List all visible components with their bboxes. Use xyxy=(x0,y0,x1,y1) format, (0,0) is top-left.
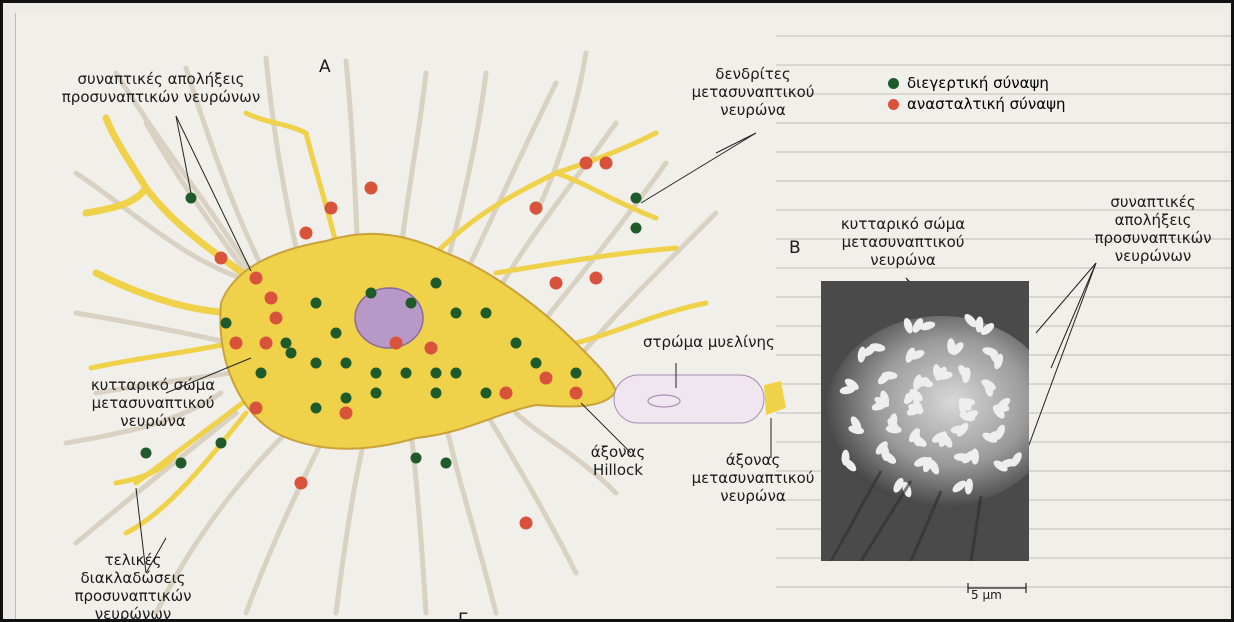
excitatory-synapse xyxy=(406,298,417,309)
fiber xyxy=(336,433,366,613)
panel-a-label: A xyxy=(319,58,331,76)
label-presynaptic-terminals-b: συναπτικές απολήξεις προσυναπτικών νευρώ… xyxy=(1078,193,1228,265)
excitatory-synapse xyxy=(451,308,462,319)
label-cell-body-b: κυτταρικό σώμα μετασυναπτικού νευρώνα xyxy=(838,215,968,269)
legend-inhibitory-label: ανασταλτική σύναψη xyxy=(907,95,1066,113)
pointer-line xyxy=(716,133,756,153)
excitatory-synapse xyxy=(256,368,267,379)
excitatory-synapse xyxy=(481,308,492,319)
excitatory-synapse xyxy=(631,223,642,234)
label-cell-body-a: κυτταρικό σώμα μετασυναπτικού νευρώνα xyxy=(78,376,228,430)
inhibitory-dot-icon xyxy=(888,99,899,110)
inhibitory-synapse xyxy=(265,292,278,305)
inhibitory-synapse xyxy=(580,157,593,170)
excitatory-synapse xyxy=(281,338,292,349)
fiber xyxy=(536,53,586,213)
inhibitory-synapse xyxy=(590,272,603,285)
excitatory-synapse xyxy=(371,368,382,379)
dendrite-branch xyxy=(306,133,336,243)
excitatory-synapse xyxy=(311,298,322,309)
excitatory-synapse xyxy=(511,338,522,349)
inhibitory-synapse xyxy=(230,337,243,350)
dendrite-branch xyxy=(96,273,241,313)
scale-label: 5 μm xyxy=(971,586,1002,604)
excitatory-synapse xyxy=(216,438,227,449)
excitatory-synapse xyxy=(221,318,232,329)
pointer-line xyxy=(1026,263,1096,453)
excitatory-synapse xyxy=(186,193,197,204)
excitatory-synapse xyxy=(451,368,462,379)
nucleus xyxy=(355,288,423,348)
label-terminal-branches: τελικές διακλαδώσεις προσυναπτικών νευρώ… xyxy=(43,551,223,622)
excitatory-synapse xyxy=(371,388,382,399)
label-dendrites: δενδρίτες μετασυναπτικού νευρώνα xyxy=(683,65,823,119)
excitatory-synapse xyxy=(311,358,322,369)
inhibitory-synapse xyxy=(340,407,353,420)
excitatory-synapse xyxy=(571,368,582,379)
pointer-line xyxy=(641,133,756,203)
excitatory-synapse xyxy=(531,358,542,369)
label-myelin: στρώμα μυελίνης xyxy=(643,333,775,351)
excitatory-synapse xyxy=(331,328,342,339)
excitatory-synapse xyxy=(366,288,377,299)
excitatory-synapse xyxy=(431,368,442,379)
inhibitory-synapse xyxy=(390,337,403,350)
dendrite-branch xyxy=(126,413,246,533)
excitatory-synapse xyxy=(141,448,152,459)
micrograph-image xyxy=(821,281,1029,561)
inhibitory-synapse xyxy=(270,312,283,325)
excitatory-dot-icon xyxy=(888,78,899,89)
pointer-line xyxy=(1051,263,1096,368)
inhibitory-synapse xyxy=(325,202,338,215)
excitatory-synapse xyxy=(481,388,492,399)
inhibitory-synapse xyxy=(520,517,533,530)
legend-excitatory-label: διεγερτική σύναψη xyxy=(907,74,1049,92)
pointer-line xyxy=(1036,263,1096,333)
inhibitory-synapse xyxy=(300,227,313,240)
excitatory-synapse xyxy=(431,388,442,399)
excitatory-synapse xyxy=(401,368,412,379)
inhibitory-synapse xyxy=(260,337,273,350)
electron-micrograph xyxy=(821,281,1029,561)
label-presynaptic-terminals: συναπτικές απολήξεις προσυναπτικών νευρώ… xyxy=(41,70,281,106)
inhibitory-synapse xyxy=(540,372,553,385)
inhibitory-synapse xyxy=(295,477,308,490)
legend-inhibitory: ανασταλτική σύναψη xyxy=(888,95,1066,113)
excitatory-synapse xyxy=(311,403,322,414)
inhibitory-synapse xyxy=(250,402,263,415)
inhibitory-synapse xyxy=(530,202,543,215)
inhibitory-synapse xyxy=(500,387,513,400)
excitatory-synapse xyxy=(411,453,422,464)
axon-end xyxy=(764,381,786,415)
inhibitory-synapse xyxy=(550,277,563,290)
excitatory-synapse xyxy=(341,393,352,404)
excitatory-synapse xyxy=(176,458,187,469)
inhibitory-synapse xyxy=(215,252,228,265)
fiber xyxy=(76,313,231,343)
panel-c-label: Γ xyxy=(458,611,467,622)
legend-excitatory: διεγερτική σύναψη xyxy=(888,74,1049,92)
inhibitory-synapse xyxy=(250,272,263,285)
myelin-sheath xyxy=(614,375,764,423)
inhibitory-synapse xyxy=(570,387,583,400)
inhibitory-synapse xyxy=(365,182,378,195)
label-axon: άξονας μετασυναπτικού νευρώνα xyxy=(683,451,823,505)
excitatory-synapse xyxy=(341,358,352,369)
fiber xyxy=(446,423,496,613)
inhibitory-synapse xyxy=(425,342,438,355)
fiber xyxy=(456,83,556,293)
fiber xyxy=(486,413,576,573)
dendrite-branch xyxy=(91,343,231,368)
excitatory-synapse xyxy=(441,458,452,469)
excitatory-synapse xyxy=(631,193,642,204)
label-hillock: άξονας Hillock xyxy=(578,443,658,479)
inhibitory-synapse xyxy=(600,157,613,170)
cell-body xyxy=(220,234,616,449)
panel-b-label: B xyxy=(789,239,801,257)
excitatory-synapse xyxy=(431,278,442,289)
excitatory-synapse xyxy=(286,348,297,359)
